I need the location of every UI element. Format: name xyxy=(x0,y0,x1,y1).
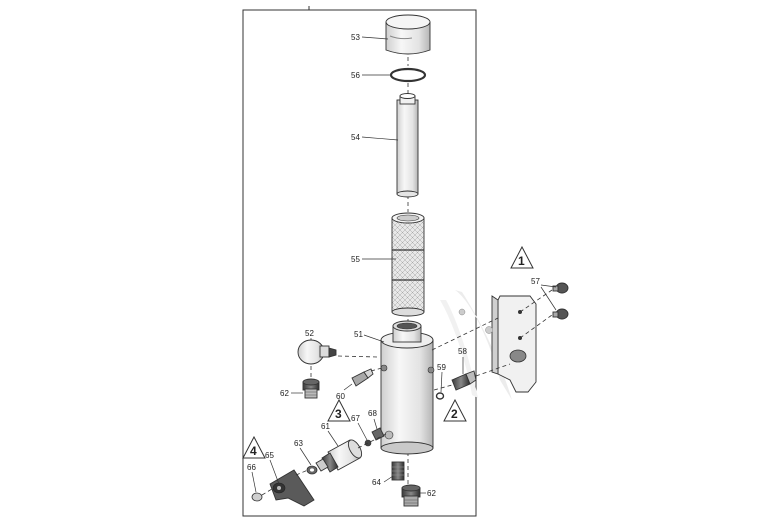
part-valve-52 xyxy=(297,339,337,365)
leader-line-57a xyxy=(540,284,557,288)
background-hole xyxy=(458,308,466,316)
part-fitting-58 xyxy=(451,370,477,391)
part-label-68: 68 xyxy=(368,409,377,418)
part-label-62-upper: 62 xyxy=(280,389,289,398)
assembly-line-61 xyxy=(357,433,387,449)
part-label-63: 63 xyxy=(294,439,303,448)
assembly-line-57 xyxy=(431,317,499,351)
part-label-60: 60 xyxy=(336,392,345,401)
part-label-66: 66 xyxy=(247,463,256,472)
assembly-line-60 xyxy=(370,367,383,372)
assembly-line-58 xyxy=(475,363,511,377)
leader-line-63 xyxy=(299,447,312,466)
svg-text:3: 3 xyxy=(335,407,342,421)
leader-line-57b xyxy=(540,286,557,311)
note-marker-4: 4 xyxy=(242,435,266,459)
background-hole xyxy=(485,326,493,334)
part-label-67: 67 xyxy=(351,414,360,423)
part-tube-54 xyxy=(396,93,419,198)
note-marker-3: 3 xyxy=(327,398,351,422)
part-label-54: 54 xyxy=(351,133,360,142)
part-screw-57-lower xyxy=(552,308,569,320)
part-fitting-62-upper xyxy=(302,378,320,399)
assembly-line-66 xyxy=(261,488,273,496)
part-label-51: 51 xyxy=(354,330,363,339)
part-label-58: 58 xyxy=(458,347,467,356)
part-ring-67 xyxy=(364,439,372,447)
part-knob-66 xyxy=(251,492,263,502)
part-bracket xyxy=(491,295,537,393)
part-label-53: 53 xyxy=(351,33,360,42)
note-marker-1: 1 xyxy=(510,245,534,269)
svg-text:1: 1 xyxy=(518,254,525,268)
part-label-61: 61 xyxy=(321,422,330,431)
svg-text:4: 4 xyxy=(250,444,257,458)
leader-line-66 xyxy=(251,471,257,493)
leader-line-65 xyxy=(269,459,280,485)
part-label-62-lower: 62 xyxy=(427,489,436,498)
part-handle-65 xyxy=(269,469,315,507)
part-fitting-62-lower xyxy=(401,484,421,507)
leader-line-59 xyxy=(440,371,443,393)
part-washer-59 xyxy=(435,392,445,400)
part-label-56: 56 xyxy=(351,71,360,80)
part-label-52: 52 xyxy=(305,329,314,338)
page-frame xyxy=(242,9,477,517)
background-swoosh xyxy=(455,290,512,400)
part-label-55: 55 xyxy=(351,255,360,264)
part-label-65: 65 xyxy=(265,451,274,460)
part-label-57: 57 xyxy=(531,277,540,286)
part-plug-60 xyxy=(351,368,374,387)
part-nipple-64 xyxy=(391,461,405,481)
part-cap-53 xyxy=(385,14,431,55)
assembly-line-58 xyxy=(433,384,453,391)
note-marker-2: 2 xyxy=(443,398,467,422)
part-fitting-61 xyxy=(315,439,363,473)
leader-line-61 xyxy=(327,430,339,447)
assembly-line-52 xyxy=(337,355,379,358)
leader-line-54 xyxy=(361,136,399,141)
svg-text:2: 2 xyxy=(451,407,458,421)
part-filter-55 xyxy=(391,212,425,317)
part-label-59: 59 xyxy=(437,363,446,372)
leader-line-51 xyxy=(363,334,385,343)
leader-line-60 xyxy=(343,383,353,391)
part-oring-56 xyxy=(389,67,427,83)
part-seat-68 xyxy=(371,427,385,441)
leader-line-67 xyxy=(357,422,368,441)
part-housing-51 xyxy=(380,320,435,455)
leader-line-64 xyxy=(383,475,394,483)
leader-line-53 xyxy=(361,36,389,40)
assembly-line-63 xyxy=(295,469,309,476)
part-label-64: 64 xyxy=(372,478,381,487)
leader-line-68 xyxy=(373,418,378,430)
part-screw-57-upper xyxy=(552,282,569,294)
